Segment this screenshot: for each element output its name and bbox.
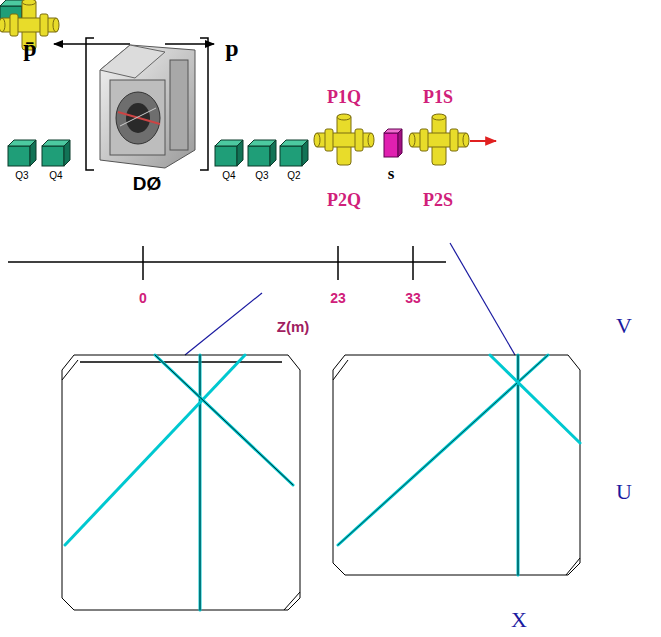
station-label: P2Q bbox=[327, 191, 361, 209]
magnet-label: Q4 bbox=[222, 171, 235, 181]
zoom-line bbox=[450, 243, 515, 355]
axis-tick-label: 0 bbox=[139, 291, 147, 305]
axis-tick-label: 33 bbox=[405, 291, 421, 305]
roman-pot-stations bbox=[0, 0, 469, 165]
station-label: P2S bbox=[423, 191, 453, 209]
antiproton-arrow bbox=[54, 43, 130, 45]
z-axis bbox=[8, 246, 446, 280]
separator-label: s bbox=[388, 165, 395, 182]
magnet-label: Q2 bbox=[287, 171, 300, 181]
axis-tick-label: 23 bbox=[330, 291, 346, 305]
magnet-label: Q3 bbox=[15, 171, 28, 181]
fiber-hits bbox=[65, 355, 580, 610]
station-label: P1S bbox=[423, 88, 453, 106]
particle-label: p̄ bbox=[23, 36, 36, 60]
plane-label: V bbox=[616, 315, 632, 337]
zoom-line bbox=[185, 293, 262, 355]
d0-detector bbox=[86, 38, 208, 170]
axis-title: Z(m) bbox=[277, 319, 310, 334]
beam-arrow bbox=[470, 140, 496, 142]
magnet-label: Q4 bbox=[49, 171, 62, 181]
particle-label: p bbox=[225, 36, 238, 60]
plane-label: U bbox=[616, 481, 632, 503]
station-label: P1Q bbox=[327, 88, 361, 106]
detector-frames bbox=[62, 355, 580, 610]
plane-label: X bbox=[511, 609, 527, 631]
quadrupole-magnets bbox=[0, 0, 308, 166]
magnet-label: Q3 bbox=[255, 171, 268, 181]
separator-magnet bbox=[384, 129, 402, 157]
proton-arrow bbox=[165, 43, 214, 45]
detector-label: DØ bbox=[133, 174, 162, 193]
